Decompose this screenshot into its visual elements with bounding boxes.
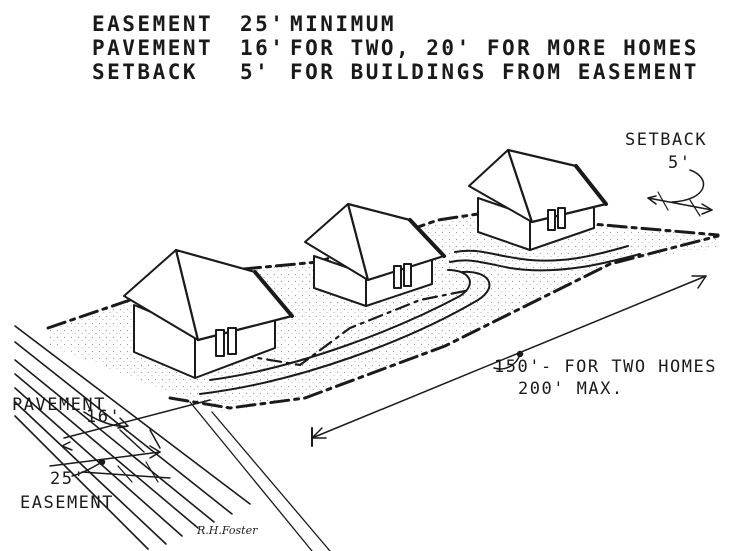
header-pavement-value: 16' xyxy=(240,36,285,60)
house-1 xyxy=(123,248,294,379)
header-setback-desc: FOR BUILDINGS FROM EASEMENT xyxy=(290,60,699,84)
length-label-line2: 200' MAX. xyxy=(518,379,624,399)
length-label-line1: 150'- FOR TWO HOMES xyxy=(494,357,717,377)
pavement-label: PAVEMENT xyxy=(12,395,106,415)
header-setback-term: SETBACK xyxy=(92,60,198,84)
easement-line-lower xyxy=(168,234,720,410)
setback-label: SETBACK xyxy=(625,130,707,150)
header-easement-value: 25' xyxy=(240,12,285,36)
setback-leader xyxy=(647,169,713,217)
easement-value: 25' xyxy=(50,469,85,489)
header-notes: EASEMENT 25' MINIMUM PAVEMENT 16' FOR TW… xyxy=(92,12,699,84)
header-easement-desc: MINIMUM xyxy=(290,12,396,36)
setback-value: 5' xyxy=(668,153,691,173)
street-dimensions xyxy=(49,399,211,483)
header-setback-value: 5' xyxy=(240,60,270,84)
header-pavement-desc: FOR TWO, 20' FOR MORE HOMES xyxy=(290,36,699,60)
easement-label: EASEMENT xyxy=(20,493,114,513)
pavement-value: 16' xyxy=(86,407,121,427)
author-signature: R.H.Foster xyxy=(196,524,258,537)
house-2 xyxy=(304,202,446,307)
length-dimension xyxy=(311,275,707,447)
header-pavement-term: PAVEMENT xyxy=(92,36,213,60)
easement-line-mid xyxy=(208,288,472,367)
header-easement-term: EASEMENT xyxy=(92,12,213,36)
driveway xyxy=(199,245,641,395)
house-3 xyxy=(468,148,608,251)
